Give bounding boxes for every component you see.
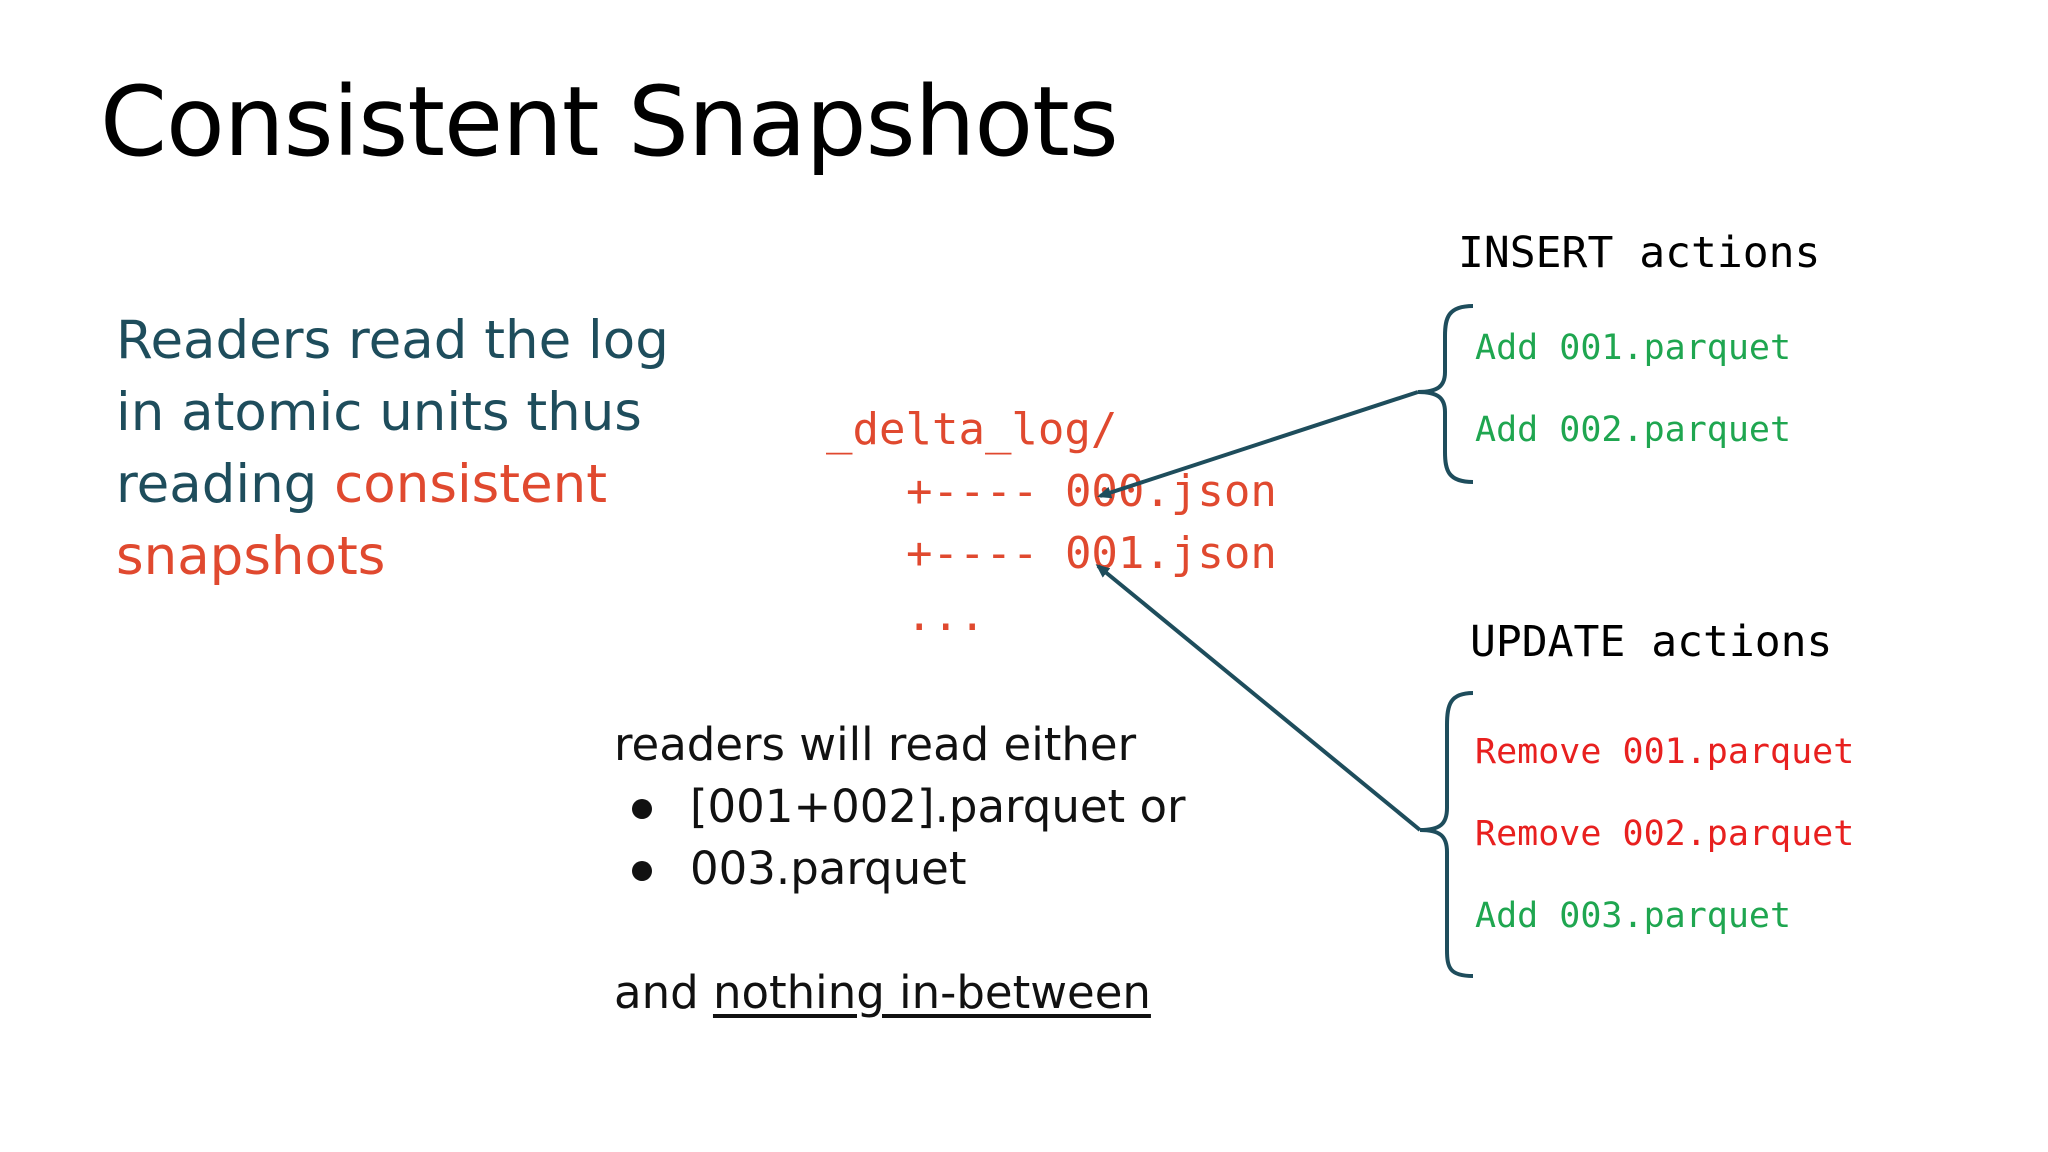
lead-line-1: Readers read the log xyxy=(116,310,669,371)
lead-text: Readers read the log in atomic units thu… xyxy=(116,305,669,593)
update-action-remove-002: Remove 002.parquet xyxy=(1475,814,1855,854)
readers-closing-emphasis: nothing in-between xyxy=(712,966,1151,1019)
insert-actions-heading: INSERT actions xyxy=(1458,228,1821,278)
insert-brace xyxy=(1417,304,1474,484)
lead-line-3-prefix: reading xyxy=(116,454,335,515)
bullet-dot xyxy=(632,799,652,819)
delta-log-dir: _delta_log/ xyxy=(826,404,1118,455)
slide-title: Consistent Snapshots xyxy=(100,66,1119,178)
log-ellipsis: ... xyxy=(906,590,986,641)
readers-closing-prefix: and xyxy=(614,966,713,1019)
bullet-dot xyxy=(632,861,652,881)
readers-bullet-2: 003.parquet xyxy=(690,842,967,895)
insert-action-add-001: Add 001.parquet xyxy=(1475,328,1792,368)
insert-action-add-002: Add 002.parquet xyxy=(1475,410,1792,450)
readers-intro: readers will read either xyxy=(614,718,1137,771)
update-action-remove-001: Remove 001.parquet xyxy=(1475,732,1855,772)
update-action-add-003: Add 003.parquet xyxy=(1475,896,1792,936)
lead-line-3: reading consistent xyxy=(116,449,669,521)
update-actions-heading: UPDATE actions xyxy=(1470,617,1833,667)
lead-line-2: in atomic units thus xyxy=(116,382,642,443)
update-brace xyxy=(1419,691,1474,978)
insert-arrow xyxy=(1097,390,1419,499)
readers-closing: and nothing in-between xyxy=(614,966,1151,1019)
update-arrow xyxy=(1095,564,1422,832)
readers-bullet-1: [001+002].parquet or xyxy=(690,780,1186,833)
lead-accent-consistent: consistent xyxy=(334,454,608,515)
lead-accent-snapshots: snapshots xyxy=(116,526,386,587)
